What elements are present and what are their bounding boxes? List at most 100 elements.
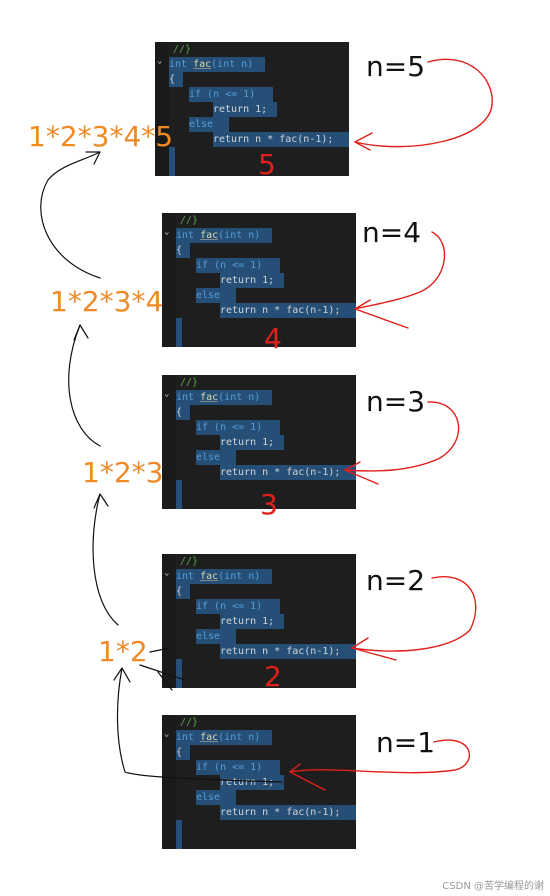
return-one-line: return 1;	[220, 273, 284, 288]
if-line: if (n <= 1)	[196, 258, 280, 273]
black-return-arrow-3	[68, 324, 101, 447]
red-arrowhead-2	[351, 637, 397, 661]
result-level-4: 1*2*3*4	[50, 285, 164, 318]
sig-name: fac	[193, 59, 212, 70]
selection-bar	[169, 147, 175, 176]
fold-chevron-icon: ⌄	[164, 568, 170, 578]
signature-line: int fac(int n)	[176, 228, 272, 243]
return-rec-text: return n * fac(n-1);	[220, 305, 341, 316]
editor-gutter	[162, 213, 176, 347]
return-rec-line: return n * fac(n-1);	[213, 132, 349, 147]
result-level-3: 1*2*3	[82, 456, 164, 489]
fold-chevron-icon: ⌄	[164, 227, 170, 237]
else-text: else	[196, 792, 221, 803]
code-panel-n4: ⌄ //} int fac(int n) { if (n <= 1) retur…	[162, 213, 356, 347]
else-text: else	[196, 631, 221, 642]
return-rec-line: return n * fac(n-1);	[220, 644, 356, 659]
signature-line: int fac(int n)	[169, 57, 265, 72]
result-level-5: 1*2*3*4*5	[28, 120, 174, 153]
comment-line: //}	[180, 717, 199, 728]
open-brace: {	[176, 745, 190, 760]
return-one-text: return 1;	[213, 104, 268, 115]
black-arrowhead-1	[113, 667, 131, 683]
return-rec-text: return n * fac(n-1);	[220, 646, 341, 657]
if-text: if (n <= 1)	[196, 260, 263, 271]
else-text: else	[196, 290, 221, 301]
code-panel-n3: ⌄ //} int fac(int n) { if (n <= 1) retur…	[162, 375, 356, 509]
return-rec-line: return n * fac(n-1);	[220, 303, 356, 318]
if-line: if (n <= 1)	[196, 599, 280, 614]
signature-line: int fac(int n)	[176, 390, 272, 405]
return-one-text: return 1;	[220, 275, 275, 286]
sig-type: int	[176, 571, 195, 582]
code-panel-n5: ⌄ //} int fac(int n) { if (n <= 1) retur…	[155, 42, 349, 176]
else-line: else	[196, 629, 236, 644]
open-brace: {	[176, 243, 190, 258]
open-brace: {	[176, 405, 190, 420]
watermark: CSDN @苦学编程的谢	[442, 881, 544, 892]
sig-params: (int n)	[218, 392, 261, 403]
signature-line: int fac(int n)	[176, 730, 272, 745]
comment-line: //}	[180, 556, 199, 567]
comment-line: //}	[180, 377, 199, 388]
return-rec-text: return n * fac(n-1);	[213, 134, 334, 145]
else-line: else	[189, 117, 229, 132]
selection-bar	[176, 659, 182, 688]
fold-chevron-icon: ⌄	[164, 729, 170, 739]
n-label-1: n=1	[376, 726, 436, 759]
return-one-line: return 1;	[220, 614, 284, 629]
sig-name: fac	[200, 230, 219, 241]
red-arrowhead-5	[354, 132, 373, 151]
else-line: else	[196, 288, 236, 303]
else-line: else	[196, 790, 236, 805]
fold-chevron-icon: ⌄	[157, 56, 163, 66]
black-return-arrow-4	[40, 151, 101, 279]
else-text: else	[189, 119, 214, 130]
open-brace: {	[176, 584, 190, 599]
black-arrowhead-4	[85, 151, 101, 165]
sig-type: int	[169, 59, 188, 70]
editor-gutter	[162, 375, 176, 509]
sig-params: (int n)	[218, 571, 261, 582]
return-rec-line: return n * fac(n-1);	[220, 805, 356, 820]
return-one-text: return 1;	[220, 437, 275, 448]
n-label-4: n=4	[362, 216, 422, 249]
open-brace: {	[169, 72, 183, 87]
n-label-3: n=3	[366, 385, 426, 418]
red-number-3: 3	[260, 488, 278, 521]
selection-bar	[176, 820, 182, 849]
return-rec-text: return n * fac(n-1);	[220, 467, 341, 478]
red-number-2: 2	[264, 660, 282, 693]
sig-type: int	[176, 732, 195, 743]
sig-params: (int n)	[218, 230, 261, 241]
return-one-line: return 1;	[220, 775, 284, 790]
else-text: else	[196, 452, 221, 463]
black-arrowhead-2	[93, 493, 109, 509]
return-rec-text: return n * fac(n-1);	[220, 807, 341, 818]
if-text: if (n <= 1)	[196, 601, 263, 612]
red-arrowhead-4	[354, 299, 409, 329]
result-level-2: 1*2	[98, 635, 148, 668]
sig-params: (int n)	[211, 59, 254, 70]
selection-bar	[176, 318, 182, 347]
n-label-5: n=5	[366, 50, 426, 83]
code-panel-n1: ⌄ //} int fac(int n) { if (n <= 1) retur…	[162, 715, 356, 849]
return-one-line: return 1;	[213, 102, 277, 117]
comment-line: //}	[180, 215, 199, 226]
comment-line: //}	[173, 44, 192, 55]
sig-name: fac	[200, 732, 219, 743]
black-return-arrow-2	[92, 493, 119, 626]
n-label-2: n=2	[366, 564, 426, 597]
if-text: if (n <= 1)	[196, 422, 263, 433]
if-line: if (n <= 1)	[196, 760, 280, 775]
red-number-5: 5	[258, 148, 276, 181]
sig-type: int	[176, 392, 195, 403]
if-line: if (n <= 1)	[196, 420, 280, 435]
sig-name: fac	[200, 392, 219, 403]
else-line: else	[196, 450, 236, 465]
if-text: if (n <= 1)	[189, 89, 256, 100]
return-one-text: return 1;	[220, 616, 275, 627]
return-one-text: return 1;	[220, 777, 275, 788]
sig-type: int	[176, 230, 195, 241]
signature-line: int fac(int n)	[176, 569, 272, 584]
